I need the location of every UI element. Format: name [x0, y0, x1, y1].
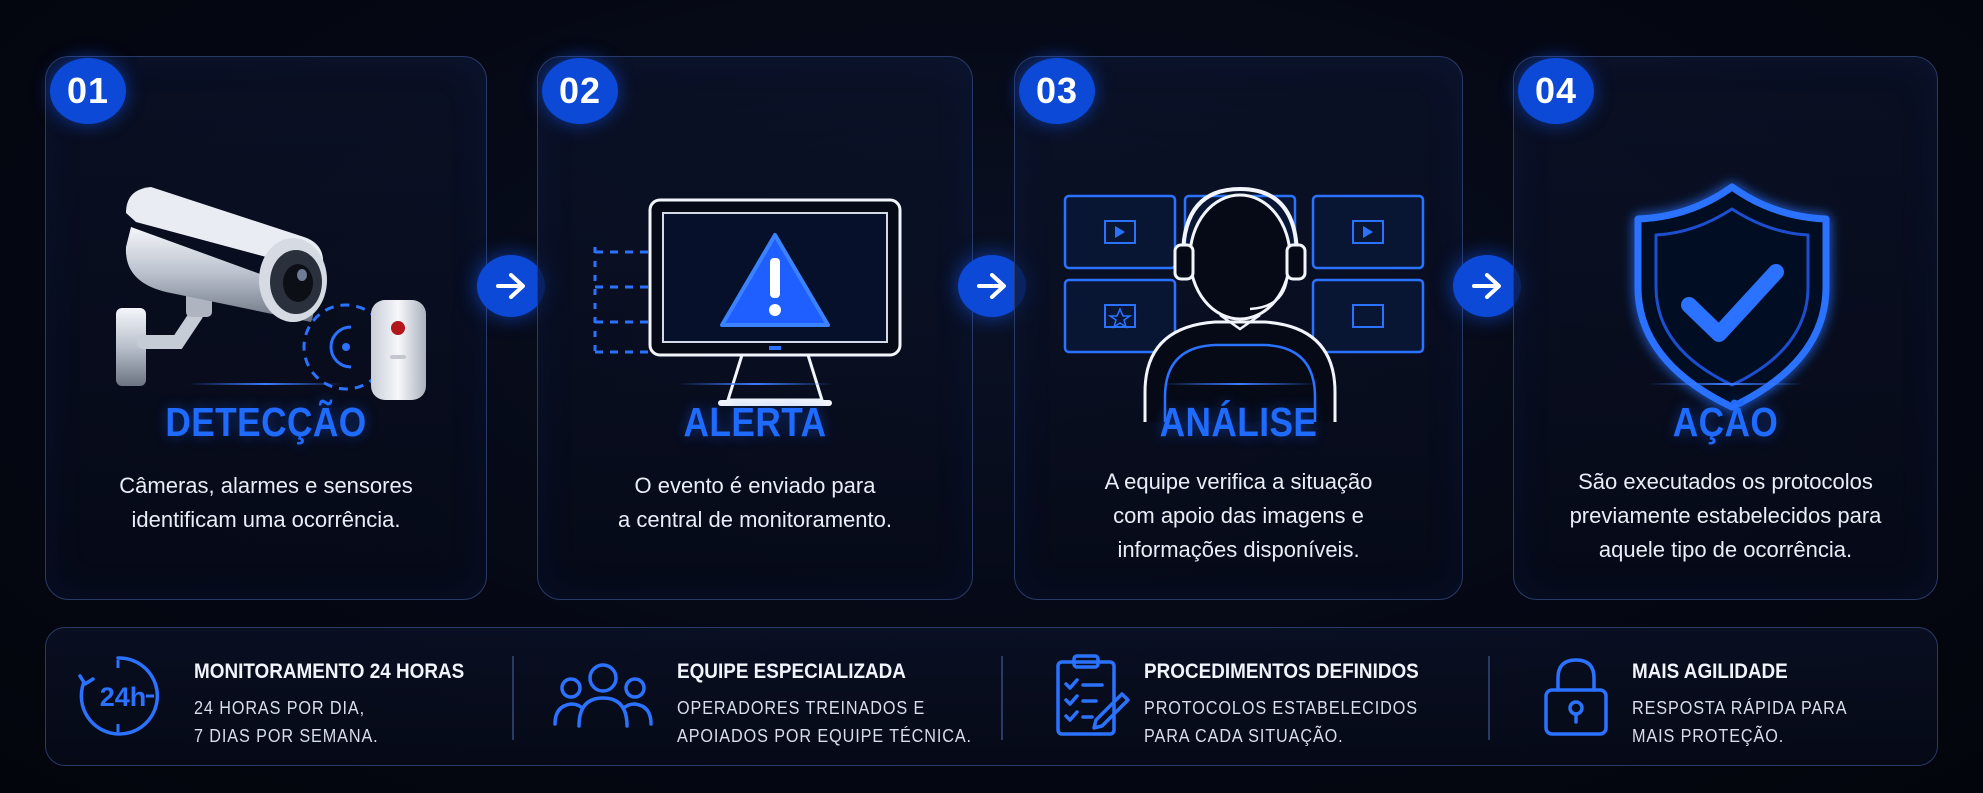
team-icon	[553, 654, 653, 738]
operator-headset-icon	[1063, 186, 1425, 422]
step-description-line: identificam uma ocorrência.	[131, 507, 401, 532]
monitor-alert-illustration	[538, 117, 972, 427]
step-number-badge: 04	[1518, 58, 1594, 124]
security-camera-icon	[116, 187, 426, 400]
step-description-line: previamente estabelecidos para	[1569, 503, 1882, 528]
step-description: A equipe verifica a situação com apoio d…	[1035, 465, 1442, 567]
feature-description-line: APOIADOS POR EQUIPE TÉCNICA.	[677, 726, 972, 746]
feature-description-line: PROTOCOLOS ESTABELECIDOS	[1144, 698, 1418, 718]
feature-title: MAIS AGILIDADE	[1632, 660, 1788, 683]
feature-description-line: 24 HORAS POR DIA,	[194, 698, 366, 718]
step-title: AÇÃO	[1672, 399, 1779, 445]
feature-title: MONITORAMENTO 24 HORAS	[194, 660, 465, 683]
step-description-line: com apoio das imagens e	[1113, 503, 1364, 528]
shield-check-illustration	[1514, 117, 1937, 427]
operator-analysis-illustration	[1015, 117, 1462, 427]
feature-separator	[512, 656, 514, 740]
divider-line	[188, 383, 344, 385]
divider-line	[677, 383, 833, 385]
step-description-line: O evento é enviado para	[634, 473, 876, 498]
feature-team: EQUIPE ESPECIALIZADA OPERADORES TREINADO…	[553, 628, 1023, 767]
step-description-line: A equipe verifica a situação	[1104, 469, 1373, 494]
step-title: ANÁLISE	[1159, 399, 1318, 445]
feature-description-line: RESPOSTA RÁPIDA PARA	[1632, 698, 1848, 718]
features-panel: 24h MONITORAMENTO 24 HORAS 24 HORAS POR …	[45, 627, 1938, 766]
feature-procedures: PROCEDIMENTOS DEFINIDOS PROTOCOLOS ESTAB…	[1046, 628, 1476, 767]
step-title: DETECÇÃO	[165, 399, 367, 445]
feature-description: 24 HORAS POR DIA, 7 DIAS POR SEMANA.	[194, 694, 379, 750]
arrow-right-icon	[1453, 255, 1521, 317]
clipboard-checklist-icon	[1046, 654, 1130, 738]
feature-separator	[1488, 656, 1490, 740]
feature-description-line: OPERADORES TREINADOS E	[677, 698, 926, 718]
step-description-line: São executados os protocolos	[1578, 469, 1873, 494]
step-description-line: aquele tipo de ocorrência.	[1598, 537, 1853, 562]
step-number-badge: 01	[50, 58, 126, 124]
feature-description: RESPOSTA RÁPIDA PARA MAIS PROTEÇÃO.	[1632, 694, 1847, 750]
arrow-right-icon	[477, 255, 545, 317]
step-description-line: Câmeras, alarmes e sensores	[119, 473, 413, 498]
step-card-detection: 01	[45, 56, 487, 600]
feature-description-line: PARA CADA SITUAÇÃO.	[1144, 726, 1344, 746]
shield-check-icon	[1634, 183, 1830, 411]
feature-title: PROCEDIMENTOS DEFINIDOS	[1144, 660, 1419, 683]
step-description: São executados os protocolos previamente…	[1524, 465, 1927, 567]
step-number-badge: 03	[1019, 58, 1095, 124]
step-number-badge: 02	[542, 58, 618, 124]
clock-24h-text: 24h	[100, 682, 147, 712]
step-description-line: informações disponíveis.	[1117, 537, 1360, 562]
step-description-line: a central de monitoramento.	[618, 507, 892, 532]
feature-description: OPERADORES TREINADOS E APOIADOS POR EQUI…	[677, 694, 972, 750]
step-description: O evento é enviado para a central de mon…	[558, 469, 952, 537]
feature-monitoring: 24h MONITORAMENTO 24 HORAS 24 HORAS POR …	[76, 628, 546, 767]
feature-description-line: MAIS PROTEÇÃO.	[1632, 726, 1785, 746]
step-card-alert: 02 ALERTA O evento é enviado para	[537, 56, 973, 600]
divider-line	[1647, 383, 1804, 385]
security-camera-illustration	[46, 117, 486, 427]
padlock-icon	[1534, 654, 1618, 738]
feature-separator	[1001, 656, 1003, 740]
step-card-action: 04 AÇÃO São executados os protocolos pre…	[1513, 56, 1938, 600]
monitor-alert-icon	[593, 198, 902, 406]
step-description: Câmeras, alarmes e sensores identificam …	[66, 469, 466, 537]
feature-description-line: 7 DIAS POR SEMANA.	[194, 726, 379, 746]
feature-agility: MAIS AGILIDADE RESPOSTA RÁPIDA PARA MAIS…	[1534, 628, 1934, 767]
step-card-analysis: 03	[1014, 56, 1463, 600]
divider-line	[1160, 383, 1317, 385]
step-title: ALERTA	[683, 399, 827, 445]
feature-title: EQUIPE ESPECIALIZADA	[677, 660, 906, 683]
clock-24h-icon: 24h	[76, 654, 160, 738]
feature-description: PROTOCOLOS ESTABELECIDOS PARA CADA SITUA…	[1144, 694, 1418, 750]
